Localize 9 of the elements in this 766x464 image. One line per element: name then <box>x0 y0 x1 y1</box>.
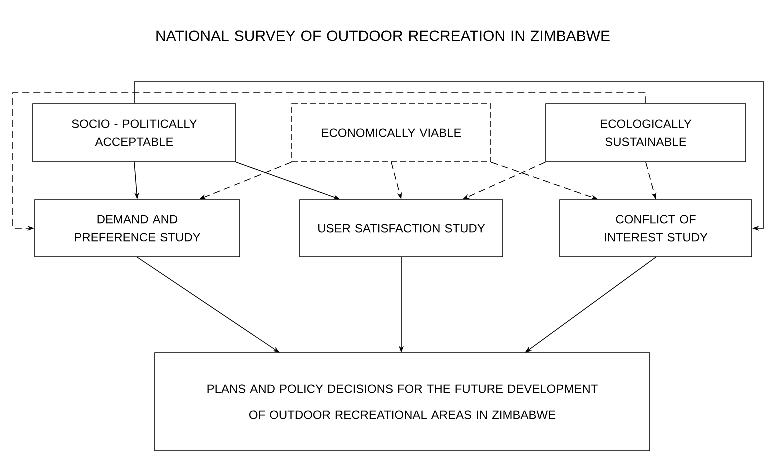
arrow <box>134 82 764 232</box>
box: SOCIO - POLITICALLY ACCEPTABLE <box>32 104 236 162</box>
box: USER SATISFACTION STUDY <box>300 200 504 258</box>
title: NATIONAL SURVEY OF OUTDOOR RECREATION IN ZIMBABWE <box>156 30 610 42</box>
box: CONFLICT OF INTEREST STUDY <box>560 200 752 258</box>
box: PLANS AND POLICY DECISIONS FOR THE FUTURE DEVELOPMENT OF OUTDOOR RECREATIONAL AREAS IN ZIMBABWE <box>154 352 650 452</box>
box: ECONOMICALLY VIABLE <box>292 104 492 162</box>
box: ECOLOGICALLY SUSTAINABLE <box>546 104 746 162</box>
box: DEMAND AND PREFERENCE STUDY <box>34 200 240 258</box>
